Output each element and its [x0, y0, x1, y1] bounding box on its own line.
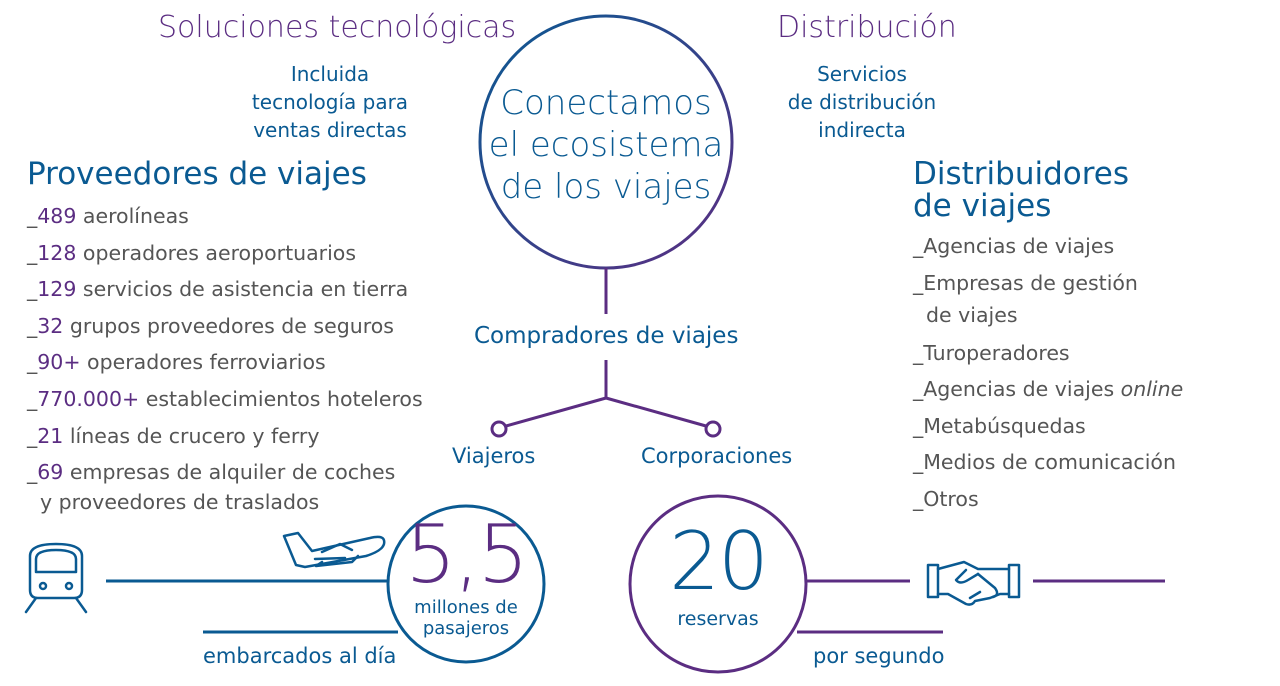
- distributors-title: Distribuidores de viajes: [913, 158, 1129, 222]
- airplane-icon: [282, 531, 386, 569]
- dist-description: Servicios de distribución indirecta: [752, 60, 972, 144]
- item-text: _Turoperadores: [913, 340, 1070, 365]
- branch-right-line: [605, 396, 707, 428]
- item-text-continued: y proveedores de traslados: [40, 490, 320, 515]
- bookings-number: 20: [669, 515, 769, 608]
- branch-right-label: Corporaciones: [641, 444, 793, 468]
- passengers-label: embarcados al día: [203, 644, 397, 668]
- providers-title: Proveedores de viajes: [27, 156, 367, 192]
- item-prefix: _: [27, 460, 38, 485]
- item-text: _Otros: [913, 486, 979, 511]
- item-prefix: _: [27, 313, 38, 338]
- dist-desc-line-3: indirecta: [818, 118, 906, 142]
- list-item: _Agencias de viajes online: [913, 371, 1183, 408]
- list-item: _Turoperadores: [913, 335, 1183, 372]
- item-text: aerolíneas: [76, 204, 189, 228]
- item-number: 90+: [37, 350, 81, 375]
- center-line-2: el ecosistema: [488, 125, 724, 165]
- handshake-icon: [926, 560, 1021, 606]
- center-line-3: de los viajes: [500, 167, 712, 207]
- item-number: 128: [37, 240, 77, 265]
- branch-left-node: [490, 420, 508, 438]
- item-text: empresas de alquiler de coches: [63, 460, 396, 485]
- branch-right-node: [704, 420, 722, 438]
- tech-desc-line-3: ventas directas: [253, 118, 407, 142]
- list-item: _32 grupos proveedores de seguros: [27, 308, 423, 345]
- item-prefix: _: [27, 204, 38, 228]
- item-text: operadores ferroviarios: [80, 350, 326, 375]
- item-prefix: _: [27, 350, 38, 375]
- list-item: _770.000+ establecimientos hoteleros: [27, 381, 423, 418]
- dist-desc-line-2: de distribución: [787, 90, 937, 114]
- list-item: _69 empresas de alquiler de coches y prov…: [27, 454, 423, 517]
- list-item: _128 operadores aeroportuarios: [27, 235, 423, 272]
- tech-description: Incluida tecnología para ventas directas: [220, 60, 440, 144]
- train-icon: [24, 542, 88, 614]
- tech-desc-line-1: Incluida: [290, 62, 370, 86]
- item-text: grupos proveedores de seguros: [63, 313, 394, 338]
- center-heading: Conectamos el ecosistema de los viajes: [486, 82, 726, 208]
- dist-title: Distribución: [777, 10, 957, 45]
- item-text-continued: de viajes: [926, 302, 1018, 327]
- branch-left-line: [505, 396, 607, 428]
- list-item: _Metabúsquedas: [913, 408, 1183, 445]
- item-number: 489: [37, 204, 77, 228]
- list-item: _489 aerolíneas: [27, 198, 423, 235]
- providers-list: _489 aerolíneas _128 operadores aeroport…: [27, 198, 423, 517]
- list-item: _90+ operadores ferroviarios: [27, 344, 423, 381]
- item-text: servicios de asistencia en tierra: [76, 277, 409, 302]
- item-prefix: _: [27, 423, 38, 448]
- bookings-label: por segundo: [813, 644, 945, 668]
- item-text: establecimientos hoteleros: [139, 386, 423, 411]
- buyers-label: Compradores de viajes: [474, 323, 739, 349]
- bookings-circle: [628, 494, 808, 674]
- passengers-unit-line-2: pasajeros: [422, 618, 510, 639]
- item-text: operadores aeroportuarios: [76, 240, 357, 265]
- list-item: _Otros: [913, 481, 1183, 518]
- passengers-unit-line-1: millones de: [414, 597, 518, 618]
- list-item: _Agencias de viajes: [913, 228, 1183, 265]
- item-text: líneas de crucero y ferry: [63, 423, 320, 448]
- distributors-list: _Agencias de viajes _Empresas de gestión…: [913, 228, 1183, 518]
- item-number: 770.000+: [37, 386, 140, 411]
- item-text: _Agencias de viajes: [913, 377, 1121, 402]
- passengers-circle: [386, 504, 546, 664]
- item-number: 32: [37, 313, 64, 338]
- item-number: 129: [37, 277, 77, 302]
- item-number: 69: [37, 460, 64, 485]
- list-item: _Medios de comunicación: [913, 444, 1183, 481]
- tech-title: Soluciones tecnológicas: [158, 10, 517, 45]
- list-item: _129 servicios de asistencia en tierra: [27, 271, 423, 308]
- passengers-number: 5,5: [405, 508, 528, 601]
- list-item: _Empresas de gestión de viajes: [913, 265, 1183, 331]
- tech-desc-line-2: tecnología para: [251, 90, 409, 114]
- item-prefix: _: [27, 277, 38, 302]
- item-text: _Medios de comunicación: [913, 450, 1176, 475]
- item-prefix: _: [27, 386, 38, 411]
- distributors-title-line-1: Distribuidores: [913, 156, 1130, 192]
- item-prefix: _: [27, 240, 38, 265]
- dist-desc-line-1: Servicios: [817, 62, 907, 86]
- center-line-1: Conectamos: [500, 83, 712, 123]
- branch-left-label: Viajeros: [452, 444, 536, 468]
- passengers-unit: millones de pasajeros: [396, 597, 536, 639]
- item-text: _Agencias de viajes: [913, 234, 1115, 258]
- bookings-unit: reservas: [677, 608, 759, 630]
- distributors-title-line-2: de viajes: [913, 188, 1052, 224]
- item-text: _Empresas de gestión: [913, 270, 1138, 295]
- item-text-emphasis: online: [1120, 377, 1184, 402]
- list-item: _21 líneas de crucero y ferry: [27, 418, 423, 455]
- item-text: _Metabúsquedas: [913, 413, 1086, 438]
- item-number: 21: [37, 423, 64, 448]
